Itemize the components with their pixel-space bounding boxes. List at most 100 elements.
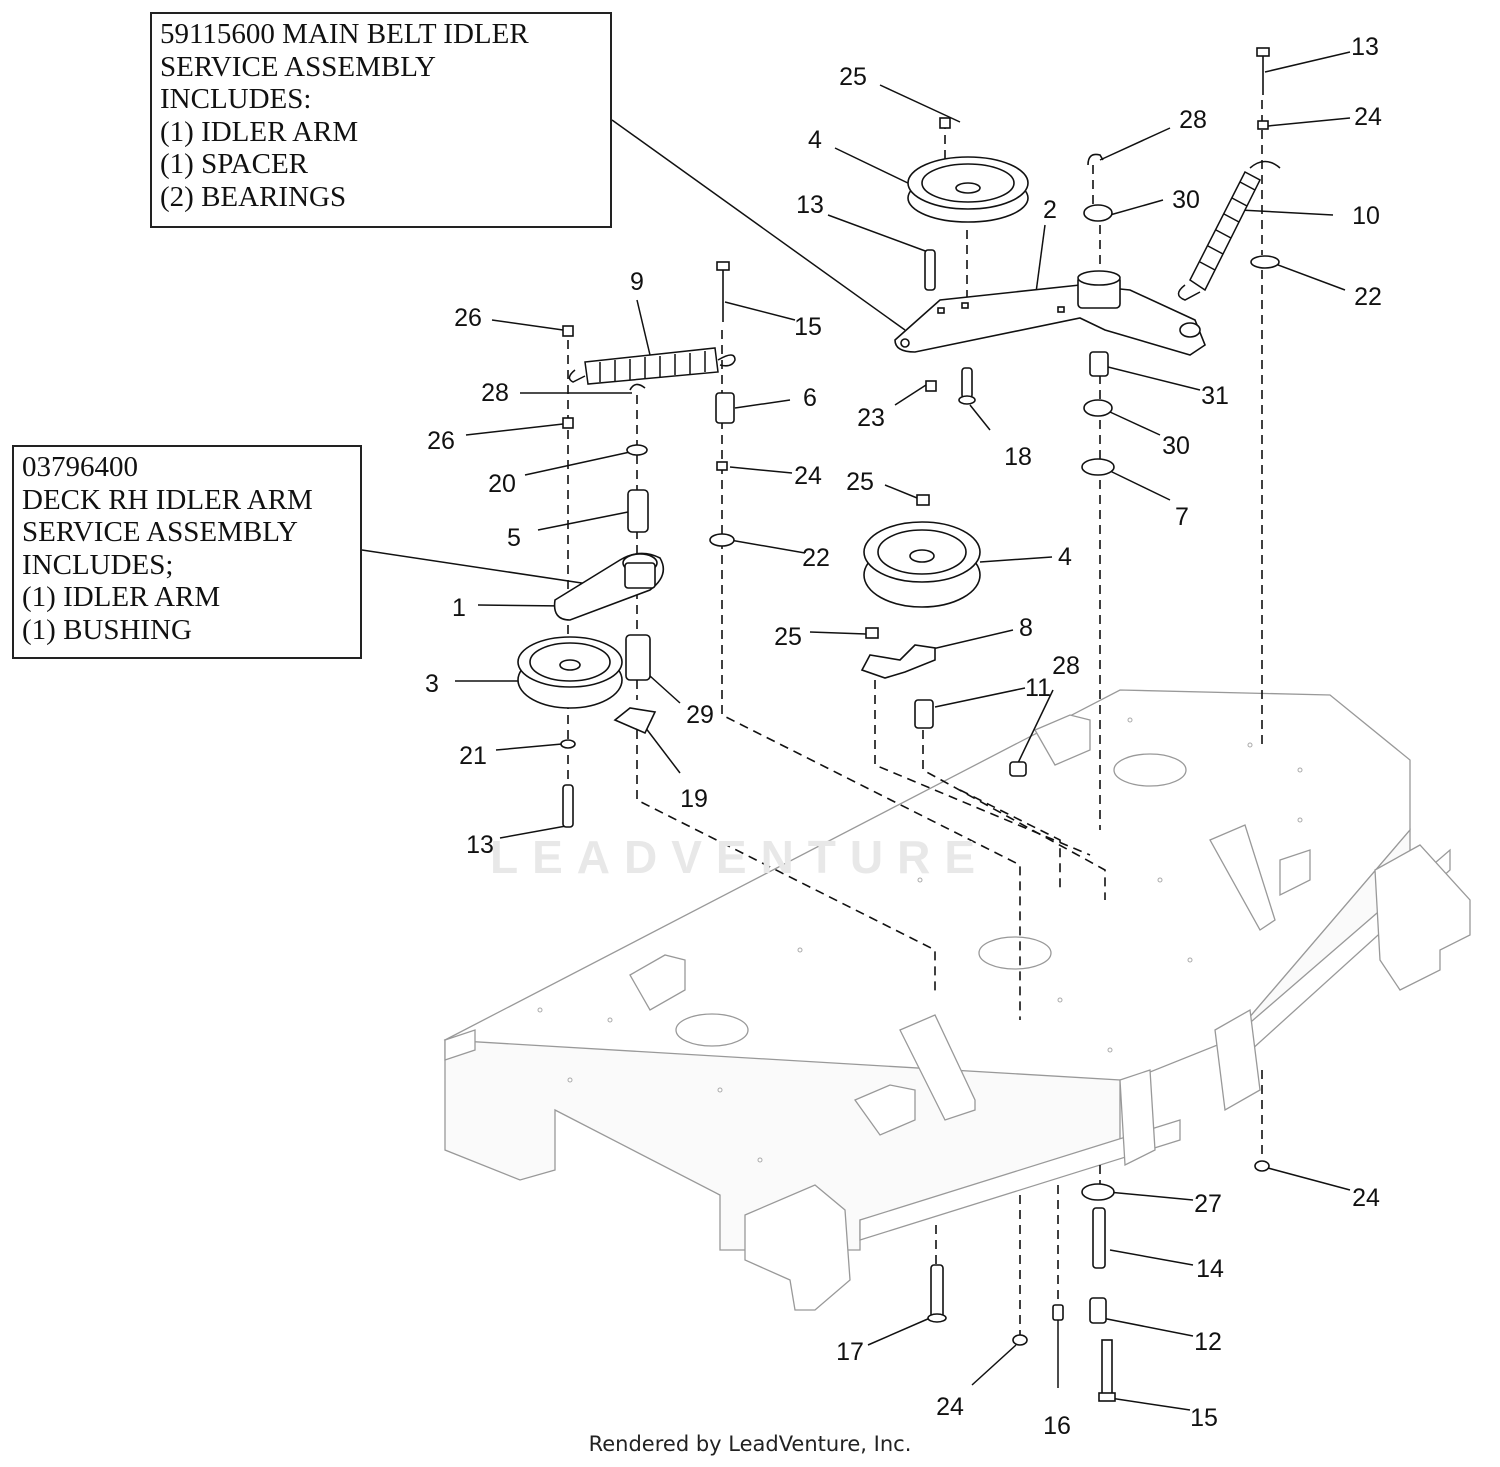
- callout-line: (1) SPACER: [160, 148, 309, 180]
- spring-10: [1177, 160, 1281, 301]
- spacer-5: [627, 489, 649, 533]
- callout-line: (1) IDLER ARM: [22, 581, 221, 613]
- label-4: 4: [808, 126, 822, 154]
- upper-pulley: [907, 156, 1029, 223]
- label-5: 5: [507, 524, 521, 552]
- bolt-17: [927, 1264, 947, 1323]
- label-2: 2: [1043, 196, 1057, 224]
- label-11: 11: [1025, 674, 1051, 702]
- bolt-15-bottom: [1098, 1339, 1116, 1402]
- bolt-14: [1092, 1207, 1106, 1269]
- rh-idler-arm-callout: 03796400 DECK RH IDLER ARM SERVICE ASSEM…: [12, 445, 362, 659]
- spacer-31: [1089, 351, 1109, 377]
- label-26: 26: [454, 304, 482, 332]
- nut-24-bottom: [1254, 1160, 1270, 1172]
- main-belt-idler-callout: 59115600 MAIN BELT IDLER SERVICE ASSEMBL…: [150, 12, 612, 228]
- bolt-15-top: [716, 261, 730, 322]
- nut-24b: [716, 461, 728, 471]
- label-21: 21: [459, 742, 487, 770]
- spacer-11: [914, 699, 934, 729]
- bracket-8: [860, 644, 936, 679]
- label-24: 24: [936, 1393, 964, 1421]
- bolt-18: [958, 367, 976, 405]
- callout-line: SERVICE ASSEMBLY: [160, 50, 436, 83]
- lower-pulley: [863, 521, 981, 608]
- label-13: 13: [466, 831, 494, 859]
- washer-22a: [709, 533, 735, 547]
- callout-line: (1) IDLER ARM: [160, 115, 359, 148]
- nut-23: [925, 380, 937, 392]
- nut-25b: [916, 494, 930, 506]
- label-30: 30: [1172, 186, 1200, 214]
- label-28: 28: [481, 379, 509, 407]
- label-25: 25: [774, 623, 802, 651]
- label-20: 20: [488, 470, 516, 498]
- plate-19: [613, 707, 657, 735]
- callout-line: DECK RH IDLER ARM: [22, 483, 313, 516]
- label-14: 14: [1196, 1255, 1224, 1283]
- callout-line: INCLUDES;: [22, 548, 174, 581]
- label-24: 24: [1352, 1184, 1380, 1212]
- spacer-6: [715, 392, 735, 424]
- washer-20: [626, 444, 648, 456]
- washer-7: [1081, 458, 1115, 476]
- callout-line: 03796400: [22, 451, 138, 483]
- mower-deck: [443, 689, 1471, 1311]
- callout-line: INCLUDES:: [160, 83, 312, 115]
- clip-28a: [1087, 153, 1104, 166]
- left-pulley: [517, 636, 623, 709]
- label-12: 12: [1194, 1328, 1222, 1356]
- callout-line: SERVICE ASSEMBLY: [22, 516, 298, 548]
- label-3: 3: [425, 670, 439, 698]
- nut-26b: [562, 417, 574, 429]
- label-25: 25: [839, 63, 867, 91]
- spacer-12: [1089, 1297, 1107, 1324]
- label-16: 16: [1043, 1412, 1071, 1440]
- label-15: 15: [794, 313, 822, 341]
- nut-28c: [1009, 761, 1027, 777]
- bolt-13-top: [1256, 47, 1270, 95]
- label-19: 19: [680, 785, 708, 813]
- nut-26a: [562, 325, 574, 337]
- label-13: 13: [796, 191, 824, 219]
- label-29: 29: [686, 701, 714, 729]
- callout-line: (2) BEARINGS: [160, 180, 347, 213]
- label-7: 7: [1175, 503, 1189, 531]
- spring-9: [568, 347, 736, 385]
- bearing-30a: [1083, 204, 1113, 222]
- rh-idler-arm: [553, 552, 665, 621]
- label-22: 22: [1354, 283, 1382, 311]
- label-17: 17: [836, 1338, 864, 1366]
- label-25: 25: [846, 468, 874, 496]
- label-15: 15: [1190, 1404, 1218, 1432]
- label-22: 22: [802, 544, 830, 572]
- label-24: 24: [1354, 103, 1382, 131]
- label-10: 10: [1352, 202, 1380, 230]
- nut-24a: [1257, 120, 1269, 130]
- label-31: 31: [1201, 382, 1229, 410]
- leader-lines: [361, 51, 1351, 1411]
- nut-24-lower: [1012, 1334, 1028, 1346]
- label-1: 1: [452, 594, 466, 622]
- label-9: 9: [630, 268, 644, 296]
- label-24: 24: [794, 462, 822, 490]
- label-28: 28: [1179, 106, 1207, 134]
- label-30: 30: [1162, 432, 1190, 460]
- nut-25a: [939, 117, 951, 129]
- watermark: LEADVENTURE: [490, 831, 990, 883]
- main-idler-arm: [894, 270, 1206, 356]
- label-23: 23: [857, 404, 885, 432]
- bolt-16: [1052, 1304, 1064, 1321]
- label-13: 13: [1351, 33, 1379, 61]
- label-18: 18: [1004, 443, 1032, 471]
- label-26: 26: [427, 427, 455, 455]
- washer-27: [1081, 1183, 1115, 1201]
- label-27: 27: [1194, 1190, 1222, 1218]
- label-4: 4: [1058, 543, 1072, 571]
- label-28: 28: [1052, 652, 1080, 680]
- nut-25c: [865, 627, 879, 639]
- label-6: 6: [803, 384, 817, 412]
- label-8: 8: [1019, 614, 1033, 642]
- bolt-13-low: [562, 784, 574, 828]
